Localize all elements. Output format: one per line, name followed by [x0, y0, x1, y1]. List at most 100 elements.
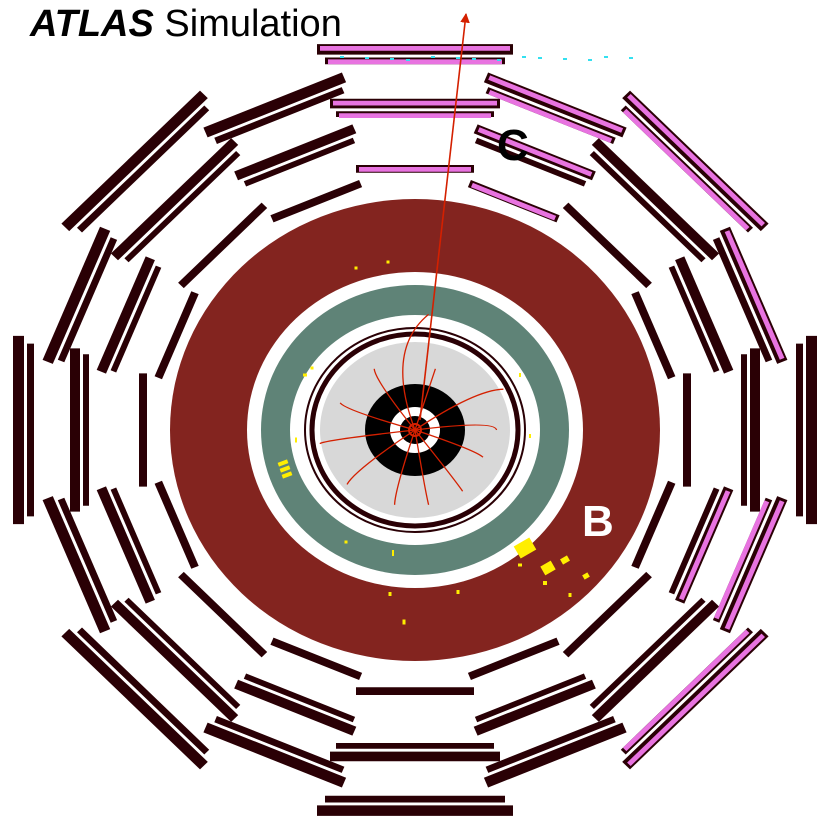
muon-chamber-inner — [270, 180, 363, 223]
muon-hit-strip — [724, 230, 785, 360]
muon-chamber-middle — [668, 265, 720, 373]
muon-hit-trace — [456, 57, 460, 59]
energy-deposit — [519, 373, 521, 377]
muon-chamber-outer — [42, 496, 111, 634]
muon-chamber-middle — [473, 679, 596, 736]
muon-hit-strip — [622, 629, 750, 752]
muon-chamber-outer — [317, 805, 513, 816]
energy-deposit — [310, 366, 314, 370]
energy-deposit — [303, 373, 307, 377]
muon-chamber-inner — [631, 291, 676, 380]
energy-deposit — [402, 619, 406, 625]
muon-chamber-outer — [61, 90, 208, 232]
energy-deposit — [344, 540, 348, 544]
muon-hit-strip — [627, 94, 765, 227]
muon-chamber-outer — [42, 226, 111, 364]
muon-hit-trace — [431, 56, 435, 58]
muon-chamber-inner — [631, 480, 676, 569]
track — [414, 429, 484, 458]
muon-chamber-inner — [154, 480, 199, 569]
muon-chamber-middle — [243, 673, 356, 723]
muon-hit-trace — [588, 59, 592, 61]
muon-hit-strip — [359, 167, 471, 172]
muon-chamber-inner — [178, 571, 268, 658]
muon-chamber-middle — [591, 599, 720, 722]
muon-chamber-middle — [330, 751, 500, 762]
muon-hit-trace — [604, 56, 608, 58]
track — [402, 313, 430, 431]
muon-track-arrow — [419, 13, 470, 421]
muon-chamber-inner — [154, 291, 199, 380]
energy-deposit — [388, 592, 392, 596]
muon-hit-segments — [320, 46, 785, 766]
track — [339, 402, 416, 431]
muon-chamber-outer — [483, 722, 627, 788]
muon-chamber-middle — [234, 124, 357, 181]
muon-hit-strip — [339, 113, 491, 118]
muon-hit-trace — [538, 57, 542, 59]
muon-hit-strip — [627, 633, 765, 766]
muon-system-label: C — [497, 121, 529, 170]
page-title: ATLAS Simulation — [30, 3, 342, 46]
muon-chamber-middle — [96, 486, 155, 604]
muon-chamber-middle — [70, 348, 80, 512]
muon-chamber-outer — [806, 335, 817, 525]
track — [319, 429, 416, 445]
energy-deposit — [392, 550, 394, 556]
muon-chamber-outer — [77, 627, 210, 755]
muon-chamber-middle — [124, 151, 241, 263]
muon-chamber-inner — [139, 373, 147, 487]
track — [414, 429, 430, 505]
muon-chamber-outer — [203, 722, 347, 788]
energy-deposit — [560, 555, 570, 565]
muon-hit-strip — [320, 46, 510, 51]
muon-hit-trace — [390, 58, 394, 60]
muon-hit-trace — [340, 56, 344, 58]
muon-hit-strip — [622, 108, 750, 231]
muon-chamber-middle — [474, 137, 587, 187]
energy-deposit — [354, 266, 358, 270]
muon-chamber-middle — [243, 137, 356, 187]
muon-chamber-outer — [27, 343, 34, 517]
solenoid-ring — [309, 331, 521, 529]
track — [414, 424, 498, 431]
energy-deposit — [277, 459, 289, 467]
muon-hit-strip — [679, 490, 731, 601]
muon-hit-strip — [471, 182, 557, 221]
muon-chamber-middle — [110, 138, 239, 261]
energy-deposit — [543, 581, 547, 585]
experiment-name: ATLAS — [30, 3, 154, 45]
muon-chamber-outer — [485, 716, 616, 773]
muon-chamber-middle — [110, 265, 162, 373]
muon-chamber-inner — [356, 687, 474, 695]
muon-chamber-middle — [741, 354, 747, 506]
muon-chamber-outer — [214, 716, 345, 773]
energy-deposits — [277, 260, 590, 625]
muon-chamber-outer — [61, 628, 208, 770]
energy-deposit — [386, 260, 390, 264]
muon-chamber-inner — [270, 637, 363, 680]
muon-chamber-middle — [668, 487, 720, 595]
muon-chamber-middle — [124, 597, 241, 709]
muon-hit-trace — [472, 58, 476, 60]
muon-chamber-outer — [57, 237, 118, 363]
energy-deposit — [582, 572, 590, 580]
muon-chamber-outer — [796, 343, 803, 517]
track — [414, 368, 437, 431]
muon-hit-trace — [365, 57, 369, 59]
muon-chamber-middle — [675, 256, 734, 374]
track — [414, 388, 504, 431]
energy-deposit — [568, 593, 572, 597]
muon-chamber-outer — [77, 105, 210, 233]
muon-chamber-outer — [712, 237, 773, 363]
energy-deposit — [279, 465, 291, 473]
calorimeter-label: B — [582, 497, 614, 546]
energy-deposit — [456, 590, 460, 594]
muon-chamber-middle — [110, 599, 239, 722]
muon-chamber-outer — [203, 72, 347, 138]
muon-hit-strip — [488, 90, 613, 143]
track — [393, 429, 416, 505]
muon-chamber-inner — [683, 373, 691, 487]
energy-deposit — [518, 563, 522, 567]
